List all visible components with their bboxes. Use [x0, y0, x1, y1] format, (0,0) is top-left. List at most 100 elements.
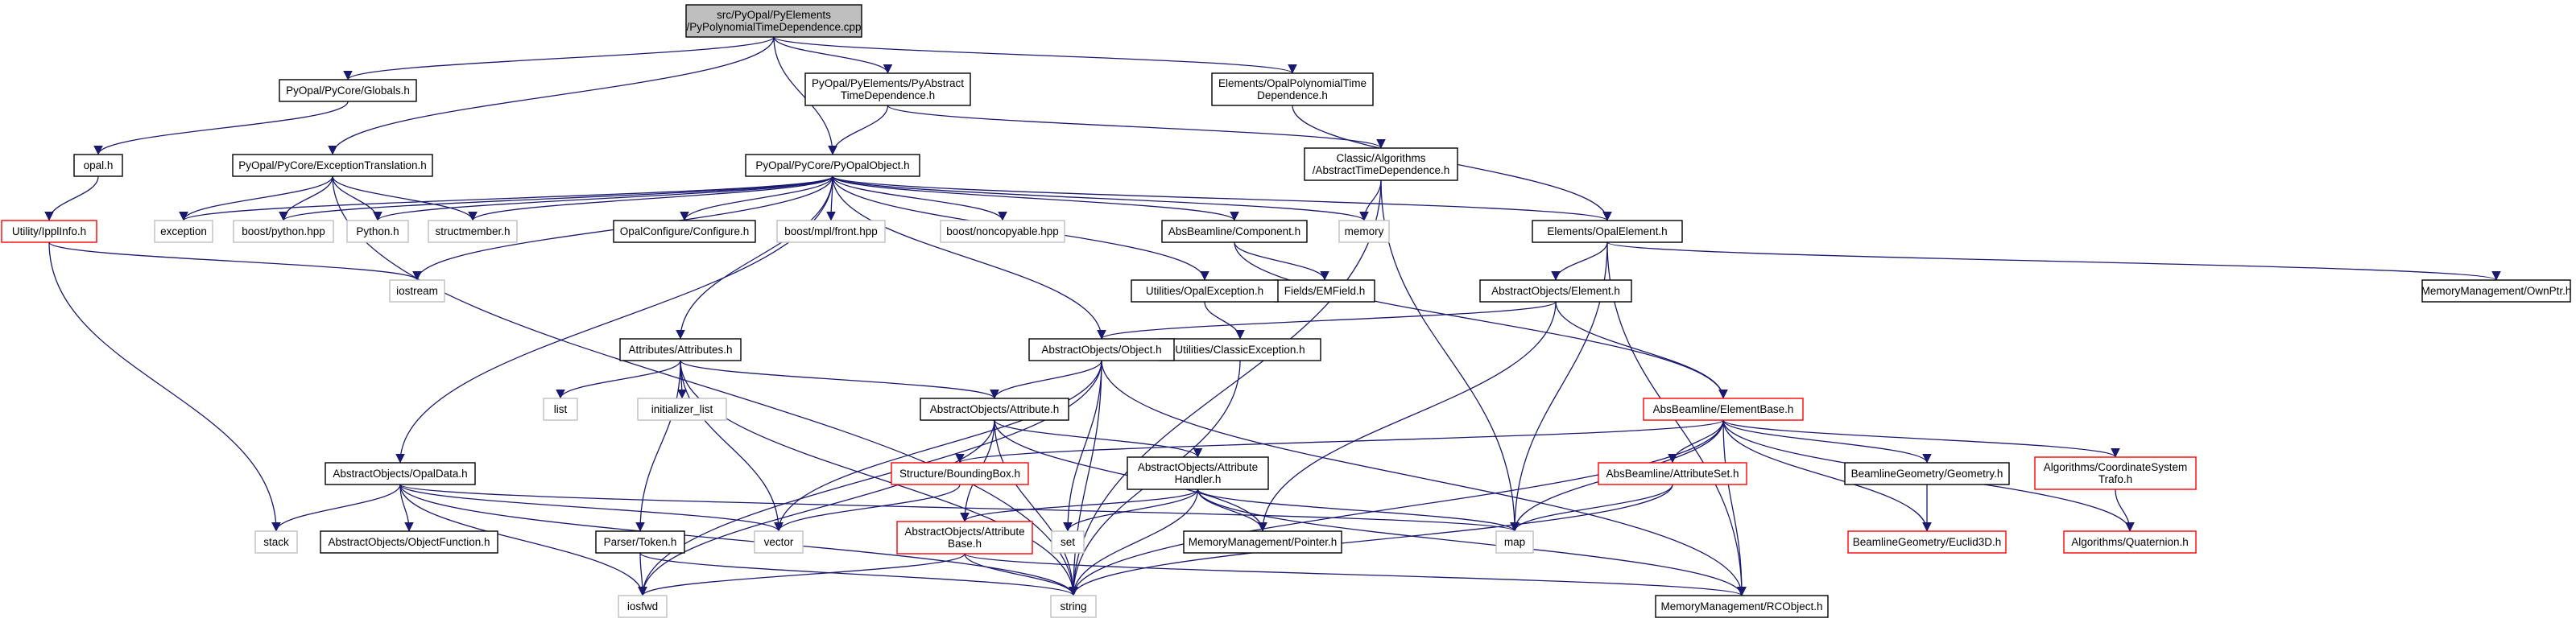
edge-arrow	[44, 175, 99, 221]
edge-arrow	[832, 175, 1239, 221]
edge-component-to-emfield	[1234, 241, 1329, 281]
edge-arrow	[399, 484, 414, 532]
node-label: boost/python.hpp	[242, 225, 325, 237]
edge-arrow	[1722, 419, 1747, 596]
node-geometry[interactable]: BeamlineGeometry/Geometry.h	[1844, 462, 2010, 485]
node-opalh[interactable]: opal.h	[73, 154, 123, 177]
edge-arrow	[964, 553, 1078, 596]
edge-pyopalobj-to-noncopy	[832, 175, 1007, 221]
edge-arrow	[832, 175, 1369, 221]
node-box	[1655, 595, 1829, 618]
node-label: AbstractObjects/Attribute.h	[930, 403, 1060, 415]
node-attrs[interactable]: Attributes/Attributes.h	[619, 338, 742, 361]
node-ippl[interactable]: Utility/IpplInfo.h	[1, 220, 97, 243]
node-elembase[interactable]: AbsBeamline/ElementBase.h	[1643, 398, 1804, 421]
node-label: string	[1060, 600, 1086, 612]
edge-ippl-to-stack	[48, 241, 281, 532]
node-absttd[interactable]: Classic/Algorithms/AbstractTimeDependenc…	[1304, 147, 1458, 181]
node-label: BeamlineGeometry/Geometry.h	[1851, 468, 2003, 480]
node-rcobject[interactable]: MemoryManagement/RCObject.h	[1655, 595, 1829, 618]
node-component[interactable]: AbsBeamline/Component.h	[1161, 220, 1308, 243]
node-aoelement[interactable]: AbstractObjects/Element.h	[1479, 279, 1632, 303]
node-box	[428, 220, 518, 243]
edge-arrow	[48, 241, 422, 281]
edge-attrbase-to-iosfwd	[638, 553, 965, 596]
node-objfunc[interactable]: AbstractObjects/ObjectFunction.h	[320, 530, 498, 554]
node-bbox[interactable]: Structure/BoundingBox.h	[891, 462, 1029, 485]
node-box	[2034, 456, 2197, 490]
node-label: /AbstractTimeDependence.h	[1313, 164, 1450, 176]
edge-arrow	[955, 419, 1724, 464]
node-box	[595, 530, 685, 554]
edge-arrow	[1197, 489, 1520, 532]
node-pyabs[interactable]: PyOpal/PyElements/PyAbstractTimeDependen…	[804, 72, 971, 106]
node-label: AbsBeamline/Component.h	[1168, 225, 1300, 237]
edge-pyopalobj-to-memory	[832, 175, 1369, 221]
node-pyopalobj[interactable]: PyOpal/PyCore/PyOpalObject.h	[745, 154, 920, 177]
edge-pyabs-to-absttd	[887, 105, 1386, 149]
node-token[interactable]: Parser/Token.h	[595, 530, 685, 554]
edge-elembase-to-euclid	[1722, 419, 1932, 532]
node-attrset[interactable]: AbsBeamline/AttributeSet.h	[1598, 462, 1747, 485]
edge-pyopalobj-to-boostpy	[279, 175, 833, 221]
node-box	[1532, 220, 1683, 243]
edge-attrs-to-token	[635, 360, 681, 532]
node-aoobject[interactable]: AbstractObjects/Object.h	[1028, 338, 1175, 361]
edge-arrow	[680, 360, 784, 532]
node-label: Trafo.h	[2098, 473, 2132, 485]
edge-arrow	[994, 419, 1078, 596]
node-aoattr[interactable]: AbstractObjects/Attribute.h	[920, 398, 1069, 421]
node-pointer[interactable]: MemoryManagement/Pointer.h	[1183, 530, 1342, 554]
node-label: AbsBeamline/AttributeSet.h	[1606, 468, 1739, 480]
edge-arrow	[1204, 301, 1245, 340]
edge-pyabs-to-pyopalobj	[828, 105, 889, 155]
edge-arrow	[1606, 241, 2501, 281]
node-opalelem[interactable]: Elements/OpalElement.h	[1532, 220, 1683, 243]
node-initlist: initializer_list	[637, 398, 727, 421]
node-root[interactable]: src/PyOpal/PyElements/PyPolynomialTimeDe…	[685, 4, 862, 38]
node-ownptr[interactable]: MemoryManagement/OwnPtr.h	[2421, 279, 2572, 303]
edge-arrow	[635, 360, 681, 532]
node-globals[interactable]: PyOpal/PyCore/Globals.h	[279, 79, 417, 102]
node-label: AbstractObjects/Attribute	[1138, 461, 1258, 473]
node-opalexc[interactable]: Utilities/OpalException.h	[1131, 279, 1279, 303]
node-quaternion[interactable]: Algorithms/Quaternion.h	[2063, 530, 2197, 554]
node-box	[543, 398, 578, 421]
node-label: Elements/OpalPolynomialTime	[1218, 77, 1367, 89]
node-opalconf[interactable]: OpalConfigure/Configure.h	[613, 220, 756, 243]
edge-absttd-to-memory	[1359, 179, 1382, 221]
node-label: OpalConfigure/Configure.h	[620, 225, 750, 237]
node-euclid[interactable]: BeamlineGeometry/Euclid3D.h	[1847, 530, 2007, 554]
edge-pyopalobj-to-opalelem	[832, 175, 1612, 221]
edge-attrhandler-to-rcobject	[1197, 489, 1747, 596]
edge-opalelem-to-aoelement	[1551, 241, 1608, 281]
edge-arrow	[468, 175, 833, 221]
edge-elembase-to-rcobject	[1722, 419, 1747, 596]
node-label: BeamlineGeometry/Euclid3D.h	[1853, 536, 2002, 548]
node-pythonh: Python.h	[346, 220, 409, 243]
node-label: AbstractObjects/ObjectFunction.h	[328, 536, 490, 548]
edge-aoattr-to-iosfwd	[638, 419, 995, 596]
node-box	[320, 530, 498, 554]
node-opaldata[interactable]: AbstractObjects/OpalData.h	[325, 462, 476, 485]
node-label: AbsBeamline/ElementBase.h	[1653, 403, 1794, 415]
node-exctrans[interactable]: PyOpal/PyCore/ExceptionTranslation.h	[232, 154, 433, 177]
edge-attrbase-to-rcobject	[964, 553, 1747, 596]
node-box	[1183, 530, 1342, 554]
node-emfield[interactable]: Fields/EMField.h	[1274, 279, 1375, 303]
node-map: map	[1495, 530, 1534, 554]
node-box	[233, 220, 334, 243]
edge-arrow	[1668, 419, 1724, 464]
edge-attrhandler-to-string	[1069, 489, 1199, 596]
edge-arrow	[328, 36, 775, 155]
node-classicexc[interactable]: Utilities/ClassicException.h	[1159, 338, 1321, 361]
edge-arrow	[1063, 489, 1199, 532]
edges-layer	[44, 36, 2501, 596]
node-label: AbstractObjects/Element.h	[1491, 285, 1620, 297]
edge-opaldata-to-string	[399, 484, 1078, 596]
node-label: memory	[1345, 225, 1384, 237]
